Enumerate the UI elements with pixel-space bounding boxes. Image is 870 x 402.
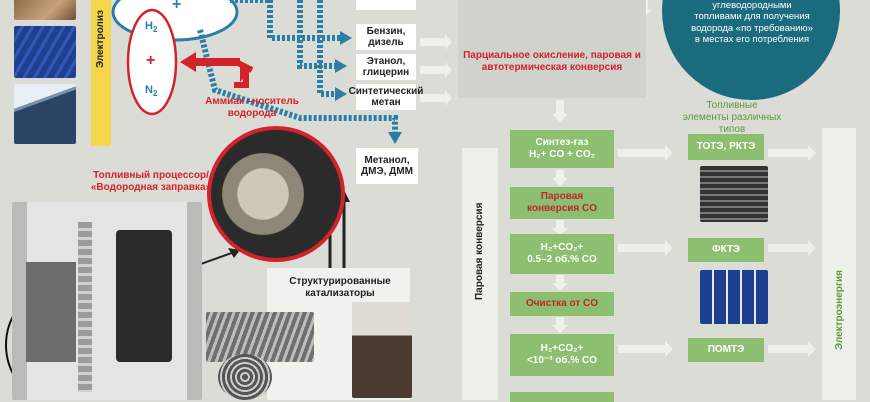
out-arrow-1 bbox=[768, 145, 816, 161]
cell-arrow-3 bbox=[618, 341, 673, 357]
info-circle-text: углеводородными топливами для получения … bbox=[691, 0, 813, 46]
flow-arrow-down-3 bbox=[552, 100, 568, 122]
steam-conversion-panel bbox=[462, 148, 498, 400]
proc-arrow-4 bbox=[552, 317, 568, 333]
catalyst-sheet-photo bbox=[206, 312, 314, 362]
fuel-cell-pafc: ФКТЭ bbox=[688, 238, 764, 262]
solar-photo-1 bbox=[14, 0, 76, 20]
n2-ellipse bbox=[126, 8, 178, 116]
fuel-cell-pemfc: ПОМТЭ bbox=[688, 338, 764, 362]
arrow-to-methane bbox=[317, 0, 335, 97]
arrowhead-methane bbox=[335, 87, 347, 101]
electricity-label: Электроэнергия bbox=[834, 269, 845, 350]
arrowhead-benzine bbox=[340, 31, 352, 45]
catalyst-coil-photo bbox=[218, 354, 272, 400]
fuel-box-ethanol: Этанол, глицерин bbox=[356, 54, 416, 80]
fuel-box-methanol: Метанол, ДМЭ, ДММ bbox=[356, 148, 418, 184]
catalysts-label: Структурированные катализаторы bbox=[289, 276, 391, 299]
ammonia-label: Аммиак –носитель водорода bbox=[205, 96, 299, 119]
proc-arrow-2 bbox=[552, 220, 568, 236]
fuel-cell-battery-photo bbox=[700, 270, 768, 324]
fuel-processor-photo bbox=[12, 202, 202, 400]
fuel-processor-label: Топливный процессор/ «Водородная заправк… bbox=[90, 170, 212, 193]
arrow-to-ethanol bbox=[297, 0, 335, 69]
fuel-cell-stack-photo bbox=[700, 166, 768, 222]
electrolysis-bar bbox=[91, 0, 111, 146]
h2-label: H2 bbox=[145, 20, 158, 35]
arrow-to-methanol bbox=[197, 29, 398, 132]
plus-top: + bbox=[172, 0, 182, 13]
proc-arrow-3 bbox=[552, 275, 568, 291]
ammonia-arrow bbox=[180, 52, 240, 72]
process-step-co-clean: Очистка от CO bbox=[510, 292, 614, 316]
cell-arrow-1 bbox=[618, 145, 673, 161]
fuel-elements-header: Топливные элементы различных типов bbox=[682, 100, 782, 135]
out-arrow-2 bbox=[768, 240, 816, 256]
steam-conversion-label: Паровая конверсия bbox=[474, 202, 485, 300]
flow-arrow-1 bbox=[420, 34, 452, 50]
proc-arrow-1 bbox=[552, 170, 568, 186]
cell-arrow-2 bbox=[618, 240, 673, 256]
partial-oxidation-label: Парциальное окисление, паровая и автотер… bbox=[463, 50, 641, 73]
electricity-panel bbox=[822, 128, 856, 400]
process-step-co-low: H₂+CO₂+<10⁻³ об.% CO bbox=[510, 334, 614, 376]
arrowhead-ethanol bbox=[335, 59, 347, 73]
fuel-box-methane: Синтетический метан bbox=[348, 84, 424, 110]
process-step-bottom bbox=[510, 392, 614, 402]
solar-photo-3 bbox=[14, 84, 76, 144]
arrow-to-benzine bbox=[230, 0, 340, 41]
fuel-cell-sofc: ТОТЭ, РКТЭ bbox=[688, 134, 764, 160]
flow-arrow-2 bbox=[420, 62, 452, 78]
catalyst-foam-photo bbox=[352, 302, 412, 398]
reactor-zoom-photo bbox=[207, 126, 345, 262]
out-arrow-3 bbox=[768, 341, 816, 357]
fuel-box-top bbox=[356, 0, 416, 10]
fuel-box-benzine: Бензин, дизель bbox=[356, 24, 416, 50]
partial-oxidation-panel bbox=[458, 0, 646, 98]
solar-photo-2 bbox=[14, 26, 76, 78]
flow-arrow-3 bbox=[420, 90, 452, 106]
plus-mid: + bbox=[146, 52, 156, 69]
arrowhead-methanol bbox=[388, 132, 402, 144]
n2-label: N2 bbox=[145, 84, 158, 99]
process-step-co-mid: H₂+CO₂+0.5–2 об.% CO bbox=[510, 234, 614, 274]
